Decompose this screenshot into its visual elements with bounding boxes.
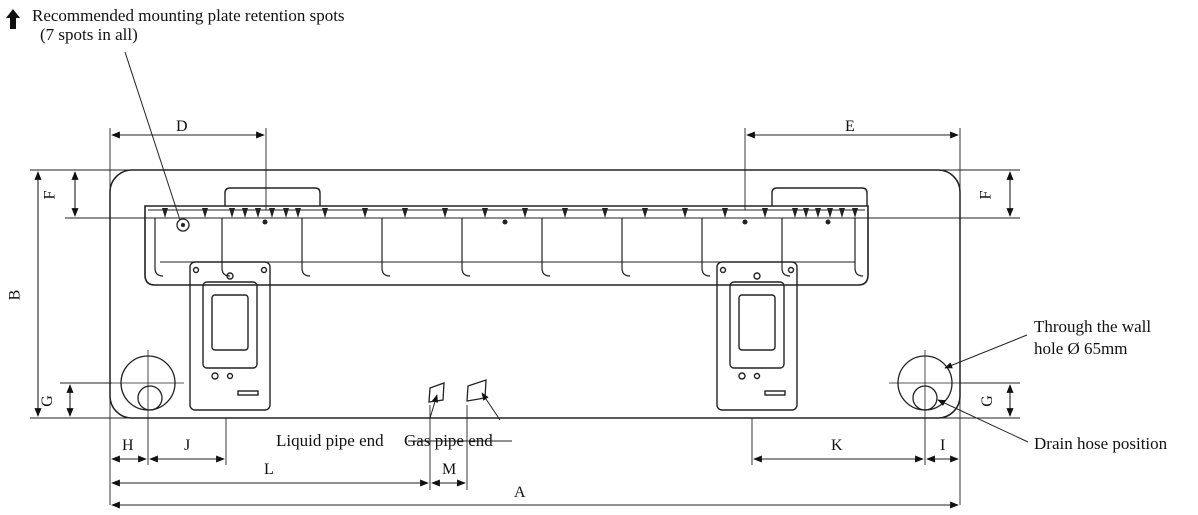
plate-tooth <box>852 208 858 218</box>
plate-left-tab <box>224 187 321 206</box>
dim-label-G-right: G <box>978 395 996 407</box>
plate-slot <box>381 218 391 277</box>
dim-label-K: K <box>831 437 843 454</box>
plate-tooth <box>722 208 728 218</box>
plate-screw-hole <box>502 219 508 225</box>
left-wall-hole <box>112 350 184 418</box>
plate-tooth <box>827 208 833 218</box>
dim-label-I: I <box>940 437 946 454</box>
leader-lines <box>124 51 1029 443</box>
dim-label-D: D <box>176 118 188 135</box>
plate-slot <box>701 218 711 277</box>
plate-tooth <box>229 208 235 218</box>
plate-tooth <box>283 208 289 218</box>
mounting-plate-bar <box>144 205 869 286</box>
dim-label-H: H <box>122 437 134 454</box>
liquid-pipe-label: Liquid pipe end <box>276 431 384 450</box>
plate-slot <box>301 218 311 277</box>
plate-tooth <box>762 208 768 218</box>
retention-spot-dot <box>181 223 185 227</box>
plate-tooth <box>202 208 208 218</box>
drain-hose-label: Drain hose position <box>1034 434 1168 453</box>
plate-screw-hole <box>742 219 748 225</box>
plate-slot <box>781 218 791 277</box>
dim-label-F-left: F <box>41 190 59 200</box>
gas-pipe-leader <box>481 392 501 421</box>
retention-legend-line2: (7 spots in all) <box>40 25 138 44</box>
plate-slot <box>854 218 864 277</box>
right-wall-hole <box>889 350 961 418</box>
plate-tooth <box>255 208 261 218</box>
plate-slot <box>621 218 631 277</box>
drain-hose-leader <box>937 399 1029 443</box>
plate-tooth <box>562 208 568 218</box>
plate-tooth <box>269 208 275 218</box>
plate-tooth <box>642 208 648 218</box>
dim-label-L: L <box>264 461 274 478</box>
plate-slot <box>154 218 164 277</box>
plate-tooth <box>815 208 821 218</box>
dim-label-A: A <box>514 484 526 501</box>
plate-screw-hole <box>262 219 268 225</box>
plate-screw-hole <box>825 219 831 225</box>
plate-slots <box>154 218 864 277</box>
wall-hole-leader <box>944 334 1028 369</box>
wall-hole-label-line1: Through the wall <box>1034 317 1152 336</box>
dim-label-J: J <box>184 437 191 454</box>
gas-pipe-label: Gas pipe end <box>404 431 493 450</box>
plate-tooth <box>839 208 845 218</box>
right-bracket <box>716 261 798 411</box>
dimension-lines <box>34 131 1014 509</box>
plate-tooth <box>322 208 328 218</box>
dim-label-G-left: G <box>38 395 56 407</box>
liquid-pipe-leader <box>429 394 438 419</box>
plate-right-tab <box>771 187 868 206</box>
dim-label-B: B <box>6 289 24 301</box>
plate-tooth <box>402 208 408 218</box>
plate-tooth <box>602 208 608 218</box>
dim-label-M: M <box>442 461 457 478</box>
wall-hole-label-line2: hole Ø 65mm <box>1034 339 1128 358</box>
retention-legend-line1: Recommended mounting plate retention spo… <box>32 6 345 25</box>
retention-spot-marker <box>176 218 190 232</box>
plate-tooth <box>162 208 168 218</box>
unit-outline <box>109 169 961 419</box>
plate-tooth <box>362 208 368 218</box>
plate-slot <box>461 218 471 277</box>
dim-label-E: E <box>845 118 855 135</box>
liquid-pipe-end-shape <box>428 382 445 403</box>
extension-lines <box>30 128 1020 505</box>
left-bracket <box>189 261 271 411</box>
plate-teeth <box>162 208 858 225</box>
arrow-up-icon <box>6 9 20 29</box>
plate-tooth <box>442 208 448 218</box>
plate-tooth <box>295 208 301 218</box>
plate-tooth <box>803 208 809 218</box>
gas-pipe-end-shape <box>466 379 487 402</box>
plate-tooth <box>522 208 528 218</box>
dim-label-F-right: F <box>977 190 995 200</box>
plate-tooth <box>682 208 688 218</box>
plate-tooth <box>242 208 248 218</box>
plate-tooth <box>482 208 488 218</box>
plate-slot <box>541 218 551 277</box>
plate-tooth <box>792 208 798 218</box>
plate-slot <box>221 218 231 277</box>
